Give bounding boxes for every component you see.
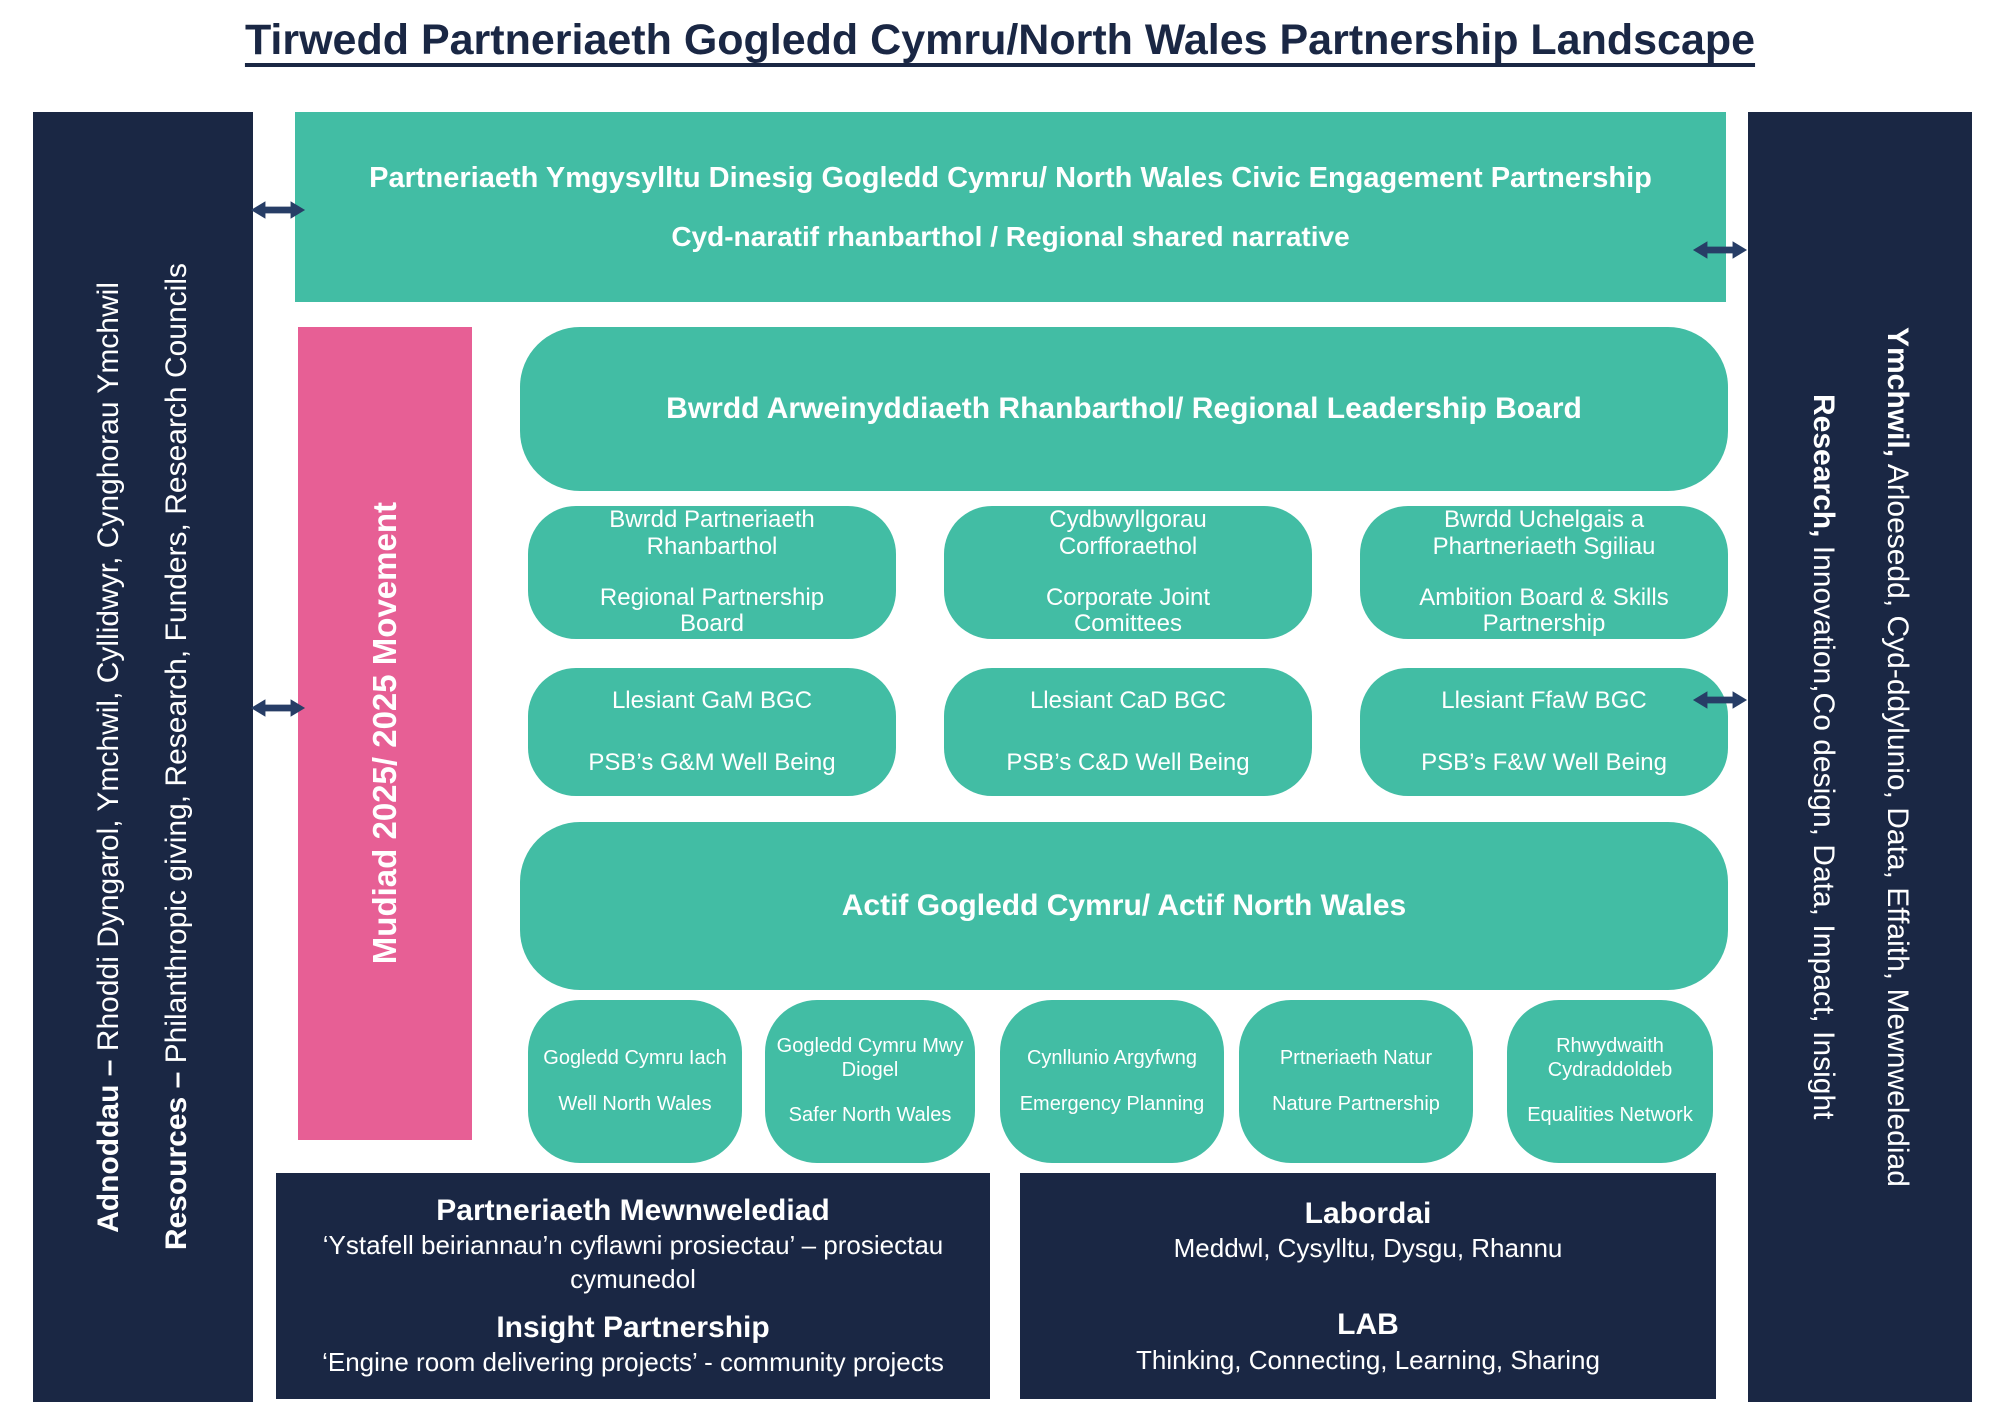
box-welsh-label: Cynllunio Argyfwng [1026,1046,1198,1069]
box-english-label: Corporate Joint Comittees [1045,583,1211,638]
regional-leadership-board-label: Bwrdd Arweinyddiaeth Rhanbarthol/ Region… [666,392,1582,425]
civic-engagement-banner-line1: Partneriaeth Ymgysylltu Dinesig Gogledd … [369,161,1652,194]
resources-welsh-rest: Rhoddi Dyngarol, Ymchwil, Cyllidwyr, Cyn… [92,281,125,1051]
lab-english-subtitle: Thinking, Connecting, Learning, Sharing [1136,1344,1600,1375]
box-welsh-label: Llesiant FfaW BGC [1441,687,1647,714]
psb-gm-wellbeing-box: Llesiant GaM BGC PSB’s G&M Well Being [528,668,896,796]
box-english-label: PSB’s G&M Well Being [588,749,836,776]
equalities-network-box: Rhwydwaith Cydraddoldeb Equalities Netwo… [1507,1000,1713,1163]
box-welsh-label: Cydbwyllgorau Corfforaethol [1049,505,1207,560]
psb-cd-wellbeing-box: Llesiant CaD BGC PSB’s C&D Well Being [944,668,1312,796]
insight-welsh-subtitle: ‘Ystafell beiriannau’n cyflawni prosiect… [322,1230,944,1295]
box-english-label: Equalities Network [1527,1104,1693,1127]
research-welsh-text: Ymchwil, Arloesedd, Cyd-ddylunio, Data, … [1880,327,1914,1187]
double-arrow-bottom-left-icon [250,699,306,717]
research-sidebar: Research, Innovation,Co design, Data, Im… [1748,112,1972,1402]
insight-english-title: Insight Partnership [496,1310,770,1344]
resources-english-lead: Resources – [160,1063,193,1251]
lab-box: Labordai Meddwl, Cysylltu, Dysgu, Rhannu… [1020,1173,1716,1399]
actif-north-wales-box: Actif Gogledd Cymru/ Actif North Wales [520,822,1728,990]
resources-welsh-text: Adnoddau – Rhoddi Dyngarol, Ymchwil, Cyl… [92,282,126,1233]
resources-english-text: Resources – Philanthropic giving, Resear… [160,263,194,1250]
resources-welsh-lead: Adnoddau – [92,1050,125,1233]
box-welsh-label: Prtneriaeth Natur [1279,1046,1433,1069]
insight-partnership-box: Partneriaeth Mewnwelediad ‘Ystafell beir… [276,1173,990,1399]
civic-engagement-banner: Partneriaeth Ymgysylltu Dinesig Gogledd … [295,112,1726,302]
lab-welsh-title: Labordai [1304,1196,1432,1230]
lab-welsh-subtitle: Meddwl, Cysylltu, Dysgu, Rhannu [1173,1233,1563,1264]
lab-english-title: LAB [1337,1308,1399,1341]
double-arrow-top-right-icon [1692,241,1748,259]
research-english-lead: Research, [1807,394,1840,538]
resources-english-rest: Philanthropic giving, Research, Funders,… [160,263,193,1064]
actif-north-wales-label: Actif Gogledd Cymru/ Actif North Wales [841,889,1407,922]
ambition-skills-partnership-box: Bwrdd Uchelgais a Phartneriaeth Sgiliau … [1360,506,1728,639]
box-english-label: Ambition Board & Skills Partnership [1419,583,1669,638]
movement-bar: Mudiad 2025/ 2025 Movement [298,327,472,1140]
corporate-joint-committees-box: Cydbwyllgorau Corfforaethol Corporate Jo… [944,506,1312,639]
psb-fw-wellbeing-box: Llesiant FfaW BGC PSB’s F&W Well Being [1360,668,1728,796]
box-welsh-label: Bwrdd Uchelgais a Phartneriaeth Sgiliau [1432,505,1656,560]
civic-engagement-banner-line2: Cyd-naratif rhanbarthol / Regional share… [671,220,1350,252]
movement-bar-label: Mudiad 2025/ 2025 Movement [366,502,403,965]
box-welsh-label: Bwrdd Partneriaeth Rhanbarthol [609,505,815,560]
research-welsh-lead: Ymchwil, [1881,327,1914,458]
double-arrow-top-left-icon [250,201,306,219]
insight-welsh-title: Partneriaeth Mewnwelediad [436,1193,830,1227]
box-english-label: Emergency Planning [1019,1092,1205,1115]
box-english-label: Safer North Wales [788,1104,952,1127]
nature-partnership-box: Prtneriaeth Natur Nature Partnership [1239,1000,1473,1163]
box-welsh-label: Gogledd Cymru Iach [543,1046,727,1069]
box-english-label: Well North Wales [558,1092,712,1115]
double-arrow-bottom-right-icon [1692,691,1748,709]
box-welsh-label: Gogledd Cymru Mwy Diogel [776,1035,964,1081]
box-english-label: Nature Partnership [1272,1092,1440,1115]
page-title: Tirwedd Partneriaeth Gogledd Cymru/North… [244,16,1756,64]
regional-leadership-board-box: Bwrdd Arweinyddiaeth Rhanbarthol/ Region… [520,327,1728,491]
safer-north-wales-box: Gogledd Cymru Mwy Diogel Safer North Wal… [765,1000,975,1163]
regional-partnership-board-box: Bwrdd Partneriaeth Rhanbarthol Regional … [528,506,896,639]
research-english-rest: Innovation,Co design, Data, Impact, Insi… [1807,537,1840,1120]
box-english-label: PSB’s C&D Well Being [1006,749,1250,776]
insight-english-subtitle: ‘Engine room delivering projects’ - comm… [322,1347,944,1378]
resources-sidebar: Adnoddau – Rhoddi Dyngarol, Ymchwil, Cyl… [33,112,253,1402]
box-welsh-label: Rhwydwaith Cydraddoldeb [1547,1035,1673,1081]
box-english-label: Regional Partnership Board [599,583,825,638]
emergency-planning-box: Cynllunio Argyfwng Emergency Planning [1000,1000,1224,1163]
research-english-text: Research, Innovation,Co design, Data, Im… [1806,394,1840,1119]
research-welsh-rest: Arloesedd, Cyd-ddylunio, Data, Effaith, … [1881,457,1914,1187]
box-english-label: PSB’s F&W Well Being [1421,749,1667,776]
box-welsh-label: Llesiant GaM BGC [611,687,813,714]
well-north-wales-box: Gogledd Cymru Iach Well North Wales [528,1000,742,1163]
box-welsh-label: Llesiant CaD BGC [1029,687,1227,714]
